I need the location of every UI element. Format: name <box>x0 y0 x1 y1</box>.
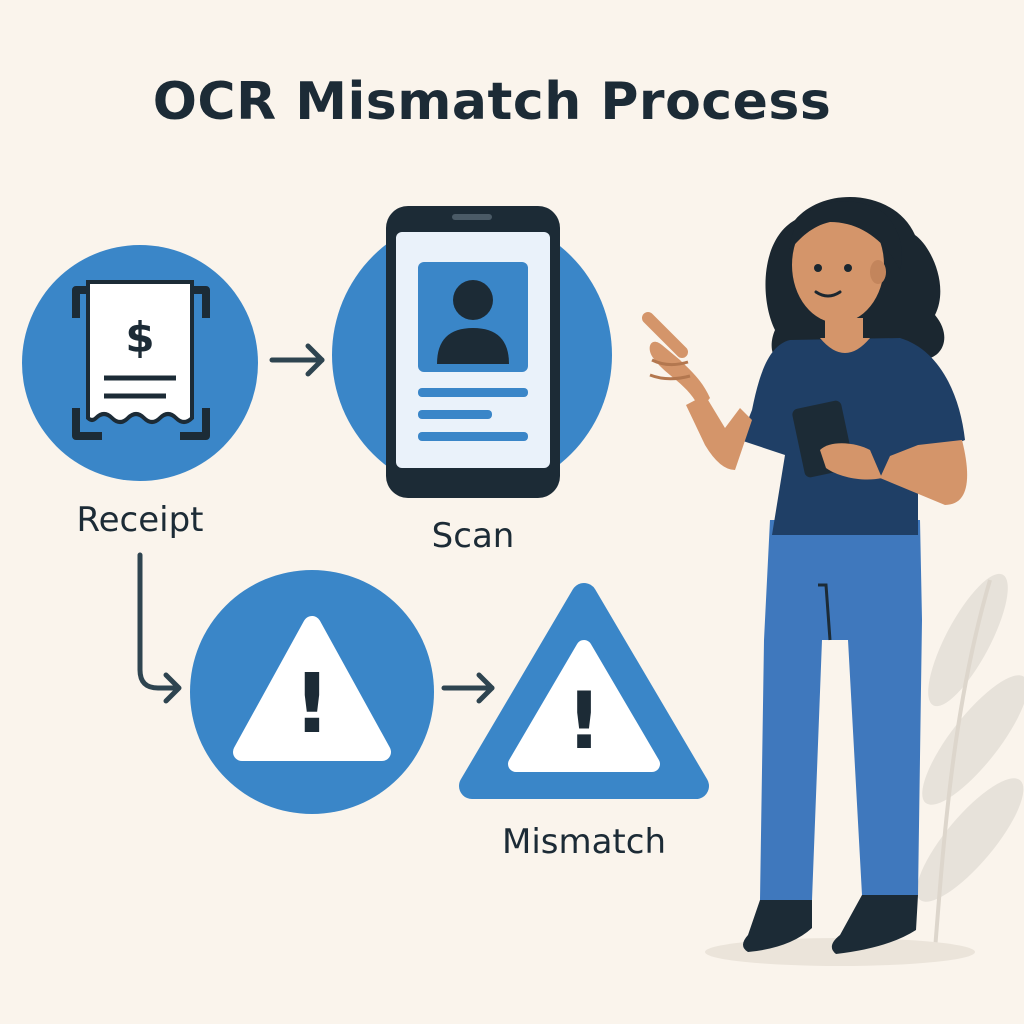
scan-node <box>332 206 612 498</box>
arrow-receipt-to-scan <box>269 343 325 377</box>
smartphone-scan-icon <box>386 206 560 498</box>
diagram-title: OCR Mismatch Process <box>152 72 832 132</box>
mismatch-node: ! <box>459 583 709 799</box>
arrow-warning-to-mismatch <box>441 672 495 704</box>
warning-exclamation: ! <box>293 657 330 752</box>
dollar-symbol: $ <box>125 313 154 362</box>
warning-triangle-icon: ! <box>459 583 709 799</box>
mismatch-exclamation: ! <box>566 677 602 767</box>
arrow-receipt-to-warning <box>137 552 182 704</box>
warning-icon: ! <box>233 616 391 761</box>
woman-illustration <box>642 197 968 954</box>
receipt-dollar-icon: $ <box>72 280 210 440</box>
decorative-leaves <box>916 573 1024 951</box>
node-label-receipt: Receipt <box>76 500 204 540</box>
node-label-scan: Scan <box>431 516 515 556</box>
warning-node: ! <box>190 570 434 814</box>
node-label-mismatch: Mismatch <box>501 822 667 862</box>
receipt-node: $ <box>22 245 258 481</box>
